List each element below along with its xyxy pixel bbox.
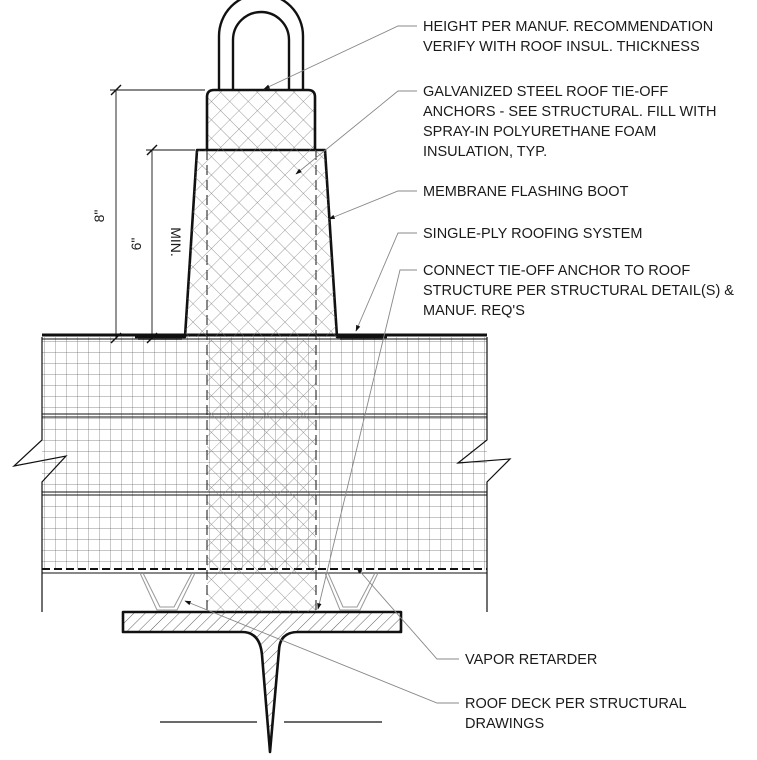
note-anchor-line-1: GALVANIZED STEEL ROOF TIE-OFF: [423, 84, 668, 100]
note-connect-line-2: STRUCTURE PER STRUCTURAL DETAIL(S) &: [423, 283, 734, 299]
dimension-minimum-value: 6": [128, 238, 144, 251]
note-height-line-1: HEIGHT PER MANUF. RECOMMENDATION: [423, 19, 713, 35]
note-anchor-line-4: INSULATION, TYP.: [423, 144, 547, 160]
note-connect: CONNECT TIE-OFF ANCHOR TO ROOF STRUCTURE…: [423, 263, 734, 319]
roof-deck: [139, 572, 379, 611]
note-connect-line-3: MANUF. REQ'S: [423, 303, 525, 319]
note-vapor-line-1: VAPOR RETARDER: [465, 652, 597, 668]
dimension-overall: 8": [91, 210, 107, 223]
dimension-minimum-label: MIN.: [168, 227, 184, 257]
dimension-lines: [110, 84, 205, 344]
note-single-ply-line-1: SINGLE-PLY ROOFING SYSTEM: [423, 226, 642, 242]
note-connect-line-1: CONNECT TIE-OFF ANCHOR TO ROOF: [423, 263, 690, 279]
note-deck-line-2: DRAWINGS: [465, 716, 544, 732]
note-single-ply: SINGLE-PLY ROOFING SYSTEM: [423, 226, 642, 242]
note-anchor-line-3: SPRAY-IN POLYURETHANE FOAM: [423, 124, 656, 140]
note-height: HEIGHT PER MANUF. RECOMMENDATION VERIFY …: [423, 19, 713, 55]
note-anchor-line-2: ANCHORS - SEE STRUCTURAL. FILL WITH: [423, 104, 717, 120]
note-anchor: GALVANIZED STEEL ROOF TIE-OFF ANCHORS - …: [423, 84, 717, 160]
anchor-cap: [205, 88, 317, 150]
d-ring: [217, 0, 305, 90]
leader-lines: [184, 25, 459, 704]
note-vapor: VAPOR RETARDER: [465, 652, 597, 668]
note-deck-line-1: ROOF DECK PER STRUCTURAL: [465, 696, 687, 712]
note-boot: MEMBRANE FLASHING BOOT: [423, 184, 629, 200]
steel-beam: [121, 610, 403, 754]
note-height-line-2: VERIFY WITH ROOF INSUL. THICKNESS: [423, 39, 700, 55]
note-deck: ROOF DECK PER STRUCTURAL DRAWINGS: [465, 696, 687, 732]
note-boot-line-1: MEMBRANE FLASHING BOOT: [423, 184, 629, 200]
